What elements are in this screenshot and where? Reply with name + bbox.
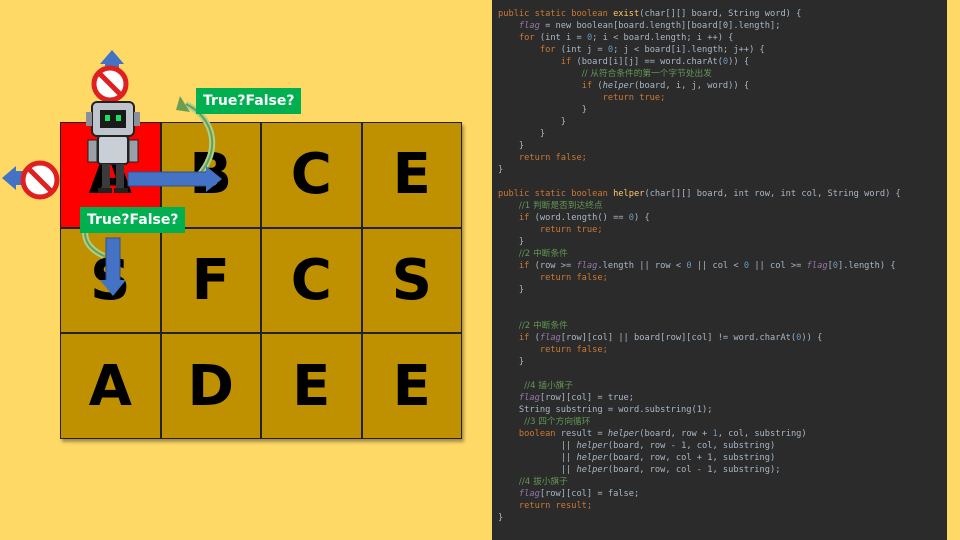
code-line: //2 中断条件 <box>518 249 568 259</box>
code-line: } <box>539 129 546 139</box>
grid-cell: C <box>261 227 362 334</box>
code-line: return true; <box>602 93 666 103</box>
code-line: } <box>518 357 525 367</box>
code-line: //3 四个方向循环 <box>524 417 591 427</box>
code-line: flag[row][col] = true; <box>518 393 634 403</box>
code-line: return true; <box>539 225 603 235</box>
code-line: boolean result = helper(board, row + 1, … <box>518 429 807 439</box>
grid-cell: S <box>60 227 161 334</box>
code-line: || helper(board, row - 1, col, substring… <box>560 441 776 451</box>
code-line: flag[row][col] = false; <box>518 489 640 499</box>
grid-cell: S <box>361 227 462 334</box>
code-line: if (helper(board, i, j, word)) { <box>581 81 750 91</box>
no-entry-icon <box>91 65 129 103</box>
code-line: return result; <box>518 501 593 511</box>
code-block: public static boolean exist(char[][] boa… <box>498 8 947 524</box>
code-line: public static boolean exist(char[][] boa… <box>498 9 802 19</box>
grid-cell: F <box>160 227 261 334</box>
no-entry-icon <box>20 160 60 200</box>
grid-cell: E <box>261 333 362 439</box>
letter-grid: A B C E S F C S A D E E <box>60 122 462 439</box>
code-panel: public static boolean exist(char[][] boa… <box>492 0 947 540</box>
code-line: if (board[i][j] == word.charAt(0)) { <box>560 57 750 67</box>
code-line: } <box>518 237 525 247</box>
code-line: if (word.length() == 0) { <box>518 213 650 223</box>
arrow-up-icon <box>100 50 124 98</box>
code-line: } <box>498 165 504 175</box>
code-line: if (row >= flag.length || row < 0 || col… <box>518 261 896 271</box>
code-line: //4 拔小旗子 <box>518 477 568 487</box>
code-line: } <box>518 285 525 295</box>
code-line: // 从符合条件的第一个字节处出发 <box>581 69 712 79</box>
grid-cell: E <box>361 333 462 439</box>
code-line: return false; <box>518 153 587 163</box>
grid-cell: C <box>261 122 362 228</box>
code-line <box>498 308 947 320</box>
grid-cell: D <box>160 333 261 439</box>
code-line: //4 插小旗子 <box>524 381 574 391</box>
code-line: for (int j = 0; j < board[i].length; j++… <box>539 45 765 55</box>
code-line: public static boolean helper(char[][] bo… <box>498 189 901 199</box>
code-line: return false; <box>539 273 608 283</box>
grid-cell: A <box>60 333 161 439</box>
code-line: } <box>560 117 566 127</box>
true-false-badge: True?False? <box>80 207 186 233</box>
grid-cell: E <box>361 122 462 228</box>
code-line: } <box>518 141 525 151</box>
code-line: flag = new boolean[board.length][board[0… <box>518 21 781 31</box>
code-line: for (int i = 0; i < board.length; i ++) … <box>518 33 734 43</box>
code-line <box>498 368 947 380</box>
code-line <box>498 176 947 188</box>
code-line: //2 中断条件 <box>518 321 568 331</box>
code-line: String substring = word.substring(1); <box>518 405 713 415</box>
arrow-left-icon <box>2 166 54 190</box>
code-line: || helper(board, row, col - 1, substring… <box>560 465 781 475</box>
true-false-badge: True?False? <box>196 88 302 114</box>
code-line <box>498 296 947 308</box>
code-line: } <box>581 105 587 115</box>
code-line: || helper(board, row, col + 1, substring… <box>560 453 776 463</box>
code-line: //1 判断是否到达终点 <box>518 201 603 211</box>
code-line: return false; <box>539 345 608 355</box>
code-line: } <box>498 513 504 523</box>
code-line: if (flag[row][col] || board[row][col] !=… <box>518 333 823 343</box>
